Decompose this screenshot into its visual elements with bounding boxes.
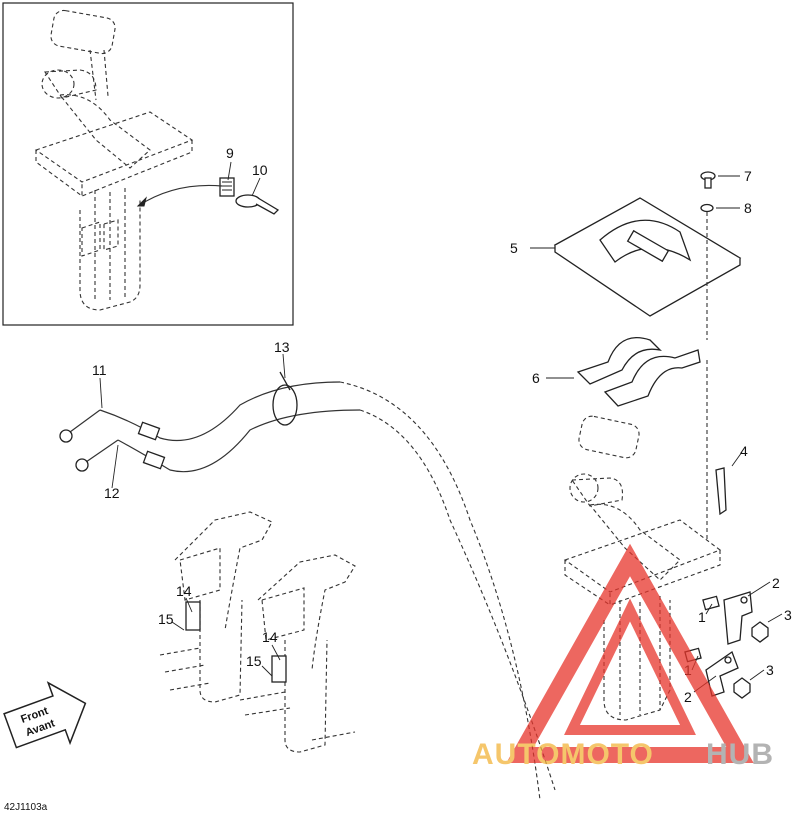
callout-10: 10	[252, 162, 268, 178]
cable-tie	[235, 194, 280, 215]
callout-13: 13	[274, 339, 290, 355]
callout-8: 8	[744, 200, 752, 216]
callout-5: 5	[510, 240, 518, 256]
callout-1a: 1	[698, 609, 706, 625]
callout-7: 7	[744, 168, 752, 184]
throttle-bodies	[159, 511, 356, 753]
callout-15a: 15	[158, 611, 174, 627]
figure-code: 42J1103a	[4, 802, 48, 813]
screw-and-washer	[700, 171, 740, 540]
callout-15b: 15	[246, 653, 262, 669]
callout-14a: 14	[176, 583, 192, 599]
cover-plate	[530, 197, 742, 317]
watermark-inner-triangle	[564, 598, 696, 735]
inset-throttle-control	[34, 9, 194, 311]
callout-labels: 9 10 7 8 5 13 11 6 4 12 2 14 3 1 15 14 1…	[92, 145, 792, 705]
mounting-brackets	[546, 336, 701, 407]
watermark-text-part1: AUTOMOTO	[472, 738, 654, 771]
callout-3b: 3	[766, 662, 774, 678]
watermark-triangle	[506, 543, 754, 763]
front-direction-arrow[interactable]: Front Avant	[0, 673, 96, 761]
callout-2a: 2	[772, 575, 780, 591]
callout-12: 12	[104, 485, 120, 501]
watermark-text-part2: HUB	[706, 738, 774, 771]
callout-2b: 2	[684, 689, 692, 705]
callout-11: 11	[92, 362, 107, 378]
callout-6: 6	[532, 370, 540, 386]
arrow-shape	[3, 681, 87, 749]
long-screw	[715, 451, 743, 516]
callout-3a: 3	[784, 607, 792, 623]
throttle-body-left	[159, 511, 273, 703]
watermark-logo: AUTOMOTO HUB	[472, 543, 774, 771]
callout-4: 4	[740, 443, 748, 459]
wire-clip	[219, 177, 235, 197]
inset-panel	[2, 2, 294, 326]
throttle-body-right	[239, 554, 356, 753]
callout-14b: 14	[262, 629, 278, 645]
throttle-cables	[59, 353, 556, 801]
callout-9: 9	[226, 145, 234, 161]
